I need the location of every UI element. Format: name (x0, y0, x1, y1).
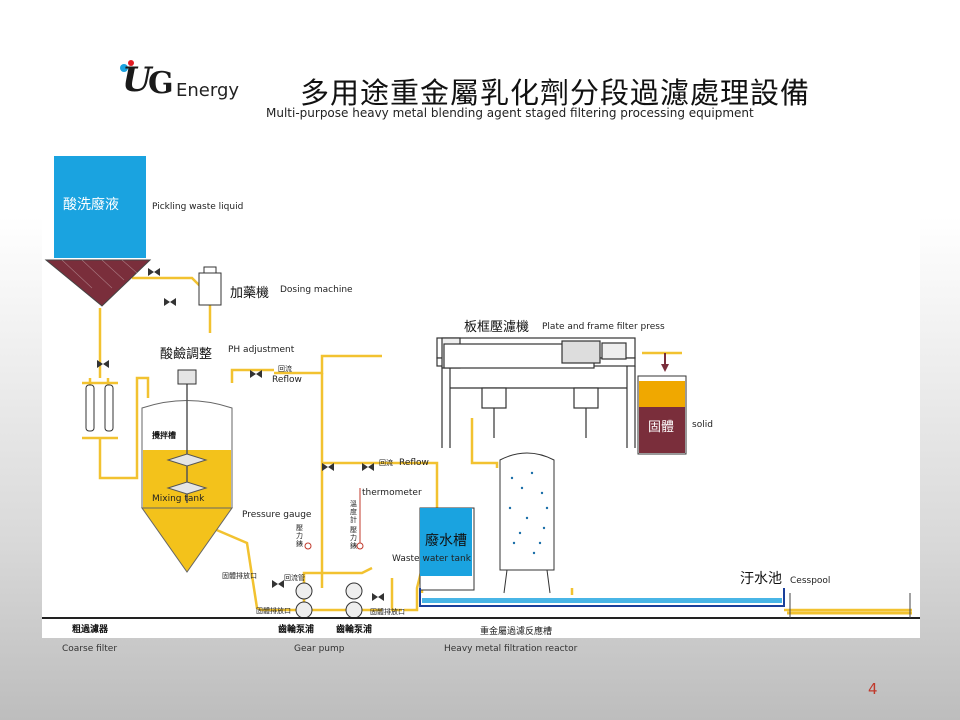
gear-pump-label-2: 齒輪泵浦 (336, 625, 373, 635)
return-pipe-label: 回流管 (284, 574, 305, 582)
solid-container (637, 375, 687, 455)
pressure-gauge-label-en: Pressure gauge (242, 510, 312, 520)
process-diagram: 酸洗廢液 Pickling waste liquid 加藥機 Dosing ma… (42, 148, 920, 638)
coarse-filter-label: 粗過濾器 (72, 625, 109, 635)
filter-press-label-en: Plate and frame filter press (542, 322, 665, 332)
diagram-drawing (42, 156, 920, 619)
logo-letter-g: G (148, 66, 174, 101)
reactor-label: 重金屬過濾反應槽 (480, 627, 553, 637)
pressure-gauge-label-1: 壓力錶 (296, 524, 303, 548)
waste-water-tank-label-en: Waste water tank (392, 554, 471, 564)
reflow-label-1: 回流 (278, 365, 292, 373)
gear-pump-label-en: Gear pump (294, 644, 345, 654)
mixing-tank-label-en: Mixing tank (152, 494, 205, 504)
mixing-tank-label: 攪拌槽 (152, 431, 176, 440)
logo-dot-blue (120, 64, 128, 72)
reflow-label-1-en: Reflow (272, 375, 302, 385)
cesspool-label: 汙水池 (740, 571, 782, 587)
logo-word-energy: Energy (176, 80, 240, 101)
logo-letter-u: U (122, 60, 152, 100)
pressure-gauge-label-2: 壓力錶 (350, 526, 357, 550)
solid-label: 固體 (648, 420, 675, 435)
filter-press (436, 337, 636, 448)
filter-press-label: 板框壓濾機 (464, 320, 530, 335)
mixing-tank (141, 369, 233, 573)
pressure-gauge-1 (304, 542, 312, 550)
reactor-label-en: Heavy metal filtration reactor (444, 644, 578, 654)
waste-water-tank (419, 507, 475, 591)
reflow-label-2: 回流 (379, 459, 393, 467)
solid-outlet-label-3: 固體排放口 (370, 608, 405, 616)
drain-trench (419, 588, 785, 607)
gear-pump-label-1: 齒輪泵浦 (278, 625, 315, 635)
ph-adjustment-label-en: PH adjustment (228, 345, 295, 355)
gear-pump-2 (345, 582, 363, 619)
dosing-machine (198, 272, 222, 306)
slide-title-chinese: 多用途重金屬乳化劑分段過濾處理設備 (300, 76, 811, 110)
reactor-tank (499, 452, 555, 594)
logo-dot-red (128, 60, 134, 66)
coarse-filter-label-en: Coarse filter (62, 644, 118, 654)
dosing-machine-label-en: Dosing machine (280, 285, 353, 295)
pickling-tank-label-en: Pickling waste liquid (152, 202, 244, 212)
solid-outlet-label-1: 固體排放口 (222, 572, 257, 580)
cesspool-label-en: Cesspool (790, 576, 831, 586)
solid-label-en: solid (692, 420, 713, 430)
pickling-tank-cone (44, 259, 152, 307)
dosing-machine-label: 加藥機 (230, 286, 270, 301)
thermometer-label-en: thermometer (362, 488, 422, 498)
ph-adjustment-label: 酸鹼調整 (160, 347, 213, 362)
reflow-label-2-en: Reflow (399, 458, 429, 468)
page-number: 4 (868, 680, 878, 698)
slide-title-english: Multi-purpose heavy metal blending agent… (266, 106, 754, 120)
pickling-tank-label: 酸洗廢液 (63, 197, 119, 213)
coarse-filter (85, 384, 114, 432)
company-logo: U G Energy (118, 56, 246, 108)
solid-outlet-label-2: 固體排放口 (256, 607, 291, 615)
thermometer-label: 溫度計 (350, 500, 357, 524)
pickling-tank-liquid (54, 156, 146, 258)
waste-water-tank-label: 廢水槽 (425, 533, 467, 549)
